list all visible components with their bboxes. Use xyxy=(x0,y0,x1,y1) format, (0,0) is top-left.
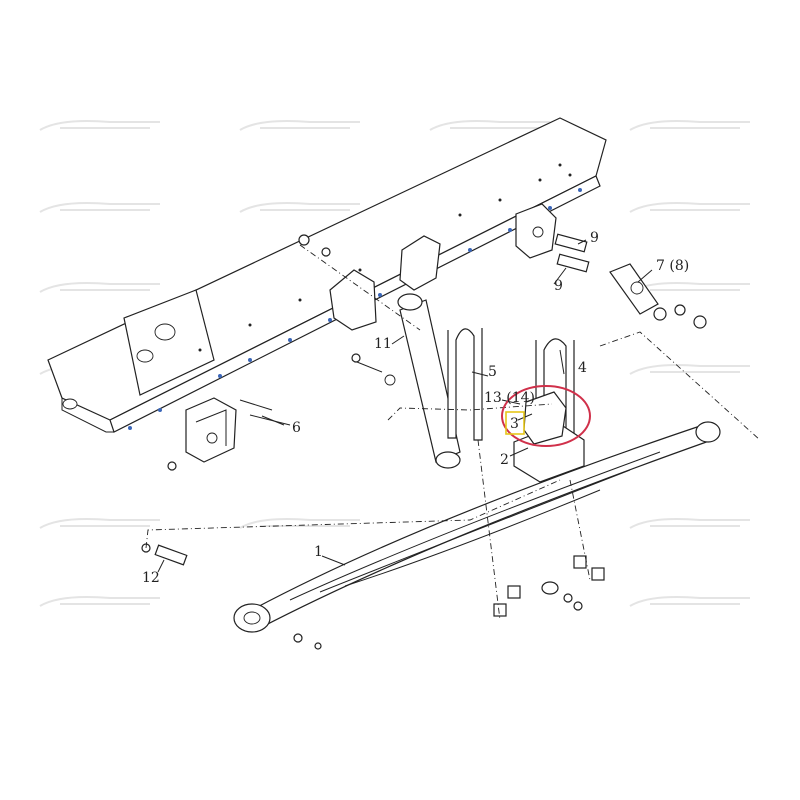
frame-rail xyxy=(47,117,607,433)
lower-fasteners xyxy=(293,555,605,650)
front-spring-pin xyxy=(141,543,188,566)
callout-4: 4 xyxy=(578,360,587,376)
leader-lines xyxy=(157,239,653,573)
callout-9-lower: 9 xyxy=(554,278,563,294)
callout-11: 11 xyxy=(374,336,392,352)
left-fasteners xyxy=(167,234,396,471)
callout-labels: 1 2 3 4 5 6 7 (8) 9 9 11 12 13 (14) xyxy=(142,230,689,586)
watermark-pattern xyxy=(39,120,750,607)
callout-6: 6 xyxy=(292,420,301,436)
callout-7-8: 7 (8) xyxy=(656,258,689,274)
shock-upper-bracket xyxy=(329,235,441,331)
front-spring-bracket xyxy=(185,397,237,463)
callout-12: 12 xyxy=(142,570,160,586)
callout-13-14: 13 (14) xyxy=(484,390,535,406)
shackle-pins xyxy=(554,233,590,273)
leaf-spring xyxy=(233,421,721,633)
shackle xyxy=(609,263,707,329)
callout-5: 5 xyxy=(488,364,497,380)
callout-1: 1 xyxy=(314,544,323,560)
highlight-box xyxy=(505,411,525,435)
callout-2: 2 xyxy=(500,452,509,468)
highlight-ellipse xyxy=(501,385,591,447)
callout-3: 3 xyxy=(510,416,519,432)
assembly-centerlines xyxy=(145,244,761,621)
callout-9-upper: 9 xyxy=(590,230,599,246)
rear-spring-bracket xyxy=(515,203,557,259)
shock-absorber xyxy=(397,293,461,469)
